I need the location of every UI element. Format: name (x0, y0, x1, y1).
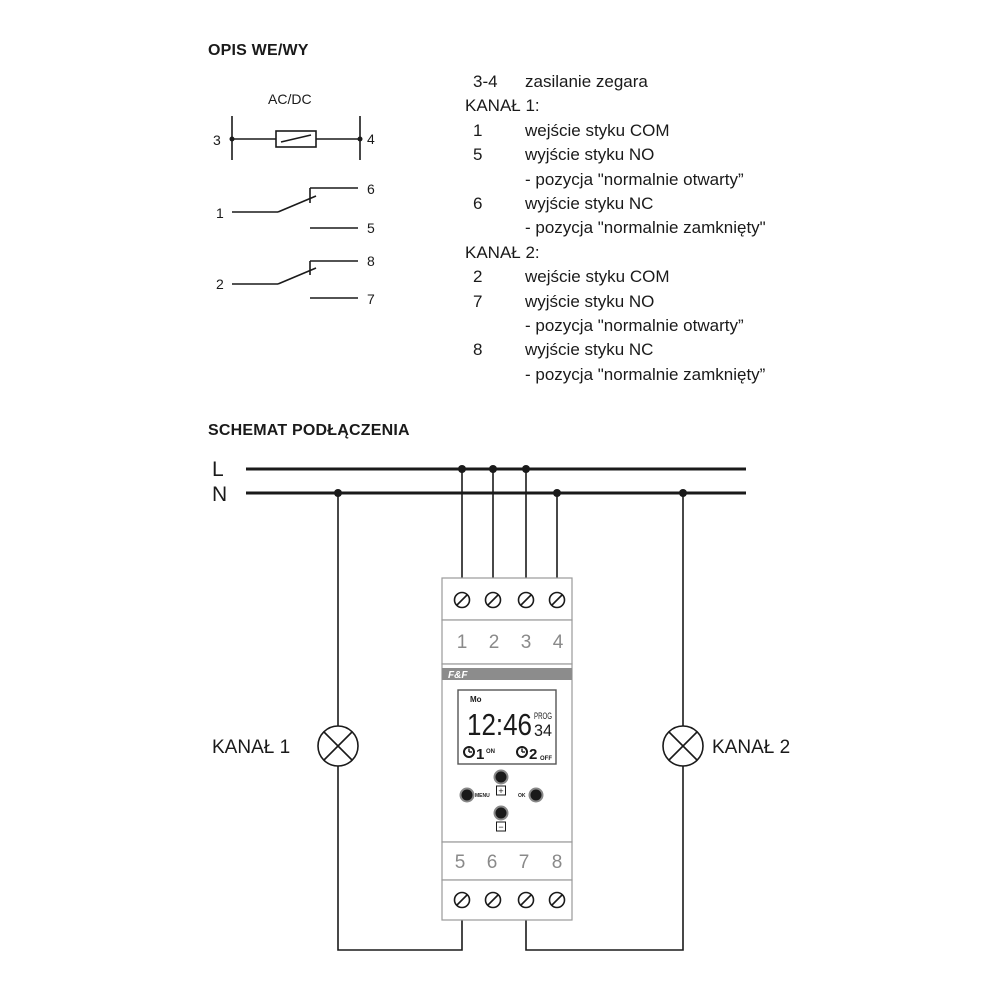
lcd-day: Mo (470, 695, 482, 704)
brand-logo: F&F (448, 670, 468, 681)
terminal-screw-6-icon (484, 891, 502, 909)
minus-sign: − (498, 822, 503, 832)
junction-dot (553, 489, 561, 497)
desc-sub: - pozycja "normalnie otwarty” (525, 169, 744, 189)
section-heading-schemat: SCHEMAT PODŁĄCZENIA (208, 422, 410, 439)
coil-right-dot (357, 136, 363, 142)
pin-label-6: 6 (367, 181, 375, 197)
lcd-ch1-state: ON (486, 749, 495, 755)
coil-diagonal (280, 134, 312, 143)
desc-sub: - pozycja "normalnie zamknięty" (525, 218, 766, 238)
ok-button[interactable] (528, 787, 544, 803)
ok-label: OK (518, 793, 526, 799)
terminal-number-1: 1 (457, 632, 468, 653)
plus-sign: + (498, 786, 503, 796)
junction-dot (458, 465, 466, 473)
terminal-number-2: 2 (489, 632, 500, 653)
junction-dot (334, 489, 342, 497)
desc-pin: 8 (473, 340, 483, 360)
menu-button[interactable] (459, 787, 475, 803)
desc-pin: 5 (473, 145, 483, 165)
terminal-screw-5-icon (453, 891, 471, 909)
wire-lamp1-to-t5 (337, 766, 463, 951)
minus-button[interactable] (493, 805, 509, 821)
lamp-kanal-1-icon (317, 725, 359, 767)
junction-dot (522, 465, 530, 473)
rail-l-label: L (212, 458, 224, 481)
lamp-kanal-1-label: KANAŁ 1 (212, 737, 290, 758)
pin-label-7: 7 (367, 291, 375, 307)
lcd-ch2-state: OFF (540, 756, 552, 762)
terminal-screw-4-icon (548, 591, 566, 609)
desc-sub: - pozycja "normalnie zamknięty” (525, 364, 766, 384)
lcd-prog-number: 34 (534, 721, 552, 740)
lcd-ch1-number: 1 (476, 746, 484, 763)
wire-lamp2-to-t7 (525, 766, 684, 951)
brand-bar (442, 668, 572, 680)
terminal-number-5: 5 (455, 852, 466, 873)
section-heading-opis: OPIS WE/WY (208, 42, 309, 59)
lcd-prog: PROG (534, 711, 552, 721)
terminal-screw-8-icon (548, 891, 566, 909)
coil-box (275, 130, 317, 148)
rail-n-label: N (212, 483, 227, 506)
desc-pin: 1 (473, 120, 483, 140)
lamp-kanal-2-icon (662, 725, 704, 767)
desc-text: wejście styku COM (525, 267, 670, 287)
desc-kanal: KANAŁ 1: (465, 96, 540, 116)
terminal-number-8: 8 (552, 852, 563, 873)
lcd-ch2-number: 2 (529, 746, 537, 763)
pin-label-8: 8 (367, 253, 375, 269)
desc-text: wyjście styku NC (525, 340, 654, 360)
plus-button[interactable] (493, 769, 509, 785)
bottom-number-strip (441, 841, 573, 881)
desc-text: wejście styku COM (525, 120, 670, 140)
desc-pin: 2 (473, 267, 483, 287)
timer-device: F&F Mo 12:46 PROG 34 1 ON 2 OFF MENU OK (441, 577, 573, 921)
terminal-screw-7-icon (517, 891, 535, 909)
lcd-ch1-clock-icon (463, 746, 475, 758)
acdc-label: AC/DC (268, 91, 312, 107)
plus-icon (496, 785, 506, 796)
desc-pin: 6 (473, 193, 483, 213)
pin-label-1: 1 (216, 205, 224, 221)
pin-symbol-diagram: AC/DC 3 4 6 1 5 8 2 7 (213, 91, 375, 307)
desc-pin: 7 (473, 291, 483, 311)
pin-label-5: 5 (367, 220, 375, 236)
desc-sub: - pozycja "normalnie otwarty” (525, 315, 744, 335)
desc-text: zasilanie zegara (525, 72, 648, 91)
desc-text: wyjście styku NC (525, 193, 654, 213)
terminal-number-3: 3 (521, 632, 532, 653)
top-number-strip (441, 619, 573, 665)
junction-dot (489, 465, 497, 473)
pin-label-3: 3 (213, 132, 221, 148)
desc-pin: 3-4 (473, 72, 498, 91)
lcd-ch2-clock-icon (516, 746, 528, 758)
desc-text: wyjście styku NO (525, 291, 655, 311)
pin-label-4: 4 (367, 131, 375, 147)
junction-dot (679, 489, 687, 497)
terminal-screw-2-icon (484, 591, 502, 609)
terminal-screw-3-icon (517, 591, 535, 609)
keypad: MENU OK + − (459, 769, 544, 832)
lcd-time: 12:46 (467, 707, 532, 742)
pin-label-2: 2 (216, 276, 224, 292)
menu-label: MENU (475, 793, 490, 799)
terminal-number-7: 7 (519, 852, 530, 873)
terminal-number-6: 6 (487, 852, 498, 873)
terminal-number-4: 4 (553, 632, 564, 653)
terminal-screw-1-icon (453, 591, 471, 609)
minus-icon (496, 821, 506, 832)
desc-kanal: KANAŁ 2: (465, 242, 540, 262)
lamp-kanal-2-label: KANAŁ 2 (712, 737, 790, 758)
coil-left-dot (229, 136, 235, 142)
desc-text: wyjście styku NO (525, 145, 655, 165)
